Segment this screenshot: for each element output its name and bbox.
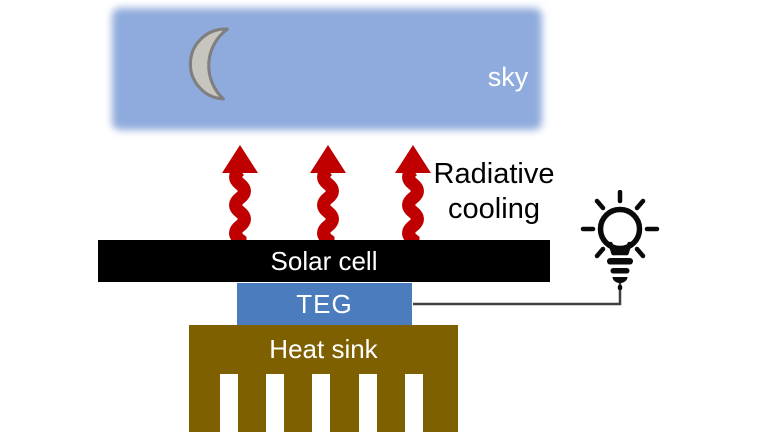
- radiative-arrow-icon: [395, 145, 431, 242]
- solar-cell-layer: Solar cell: [98, 240, 550, 282]
- heat-sink-slot: [220, 374, 238, 432]
- radiative-cooling-line1: Radiative: [433, 158, 555, 190]
- sky-region: [112, 8, 542, 130]
- heat-sink-slot: [266, 374, 284, 432]
- heat-sink-slot: [312, 374, 330, 432]
- solar-cell-label: Solar cell: [270, 245, 378, 276]
- teg-layer: TEG: [237, 283, 412, 325]
- heat-sink-label: Heat sink: [269, 334, 378, 364]
- sky-label: sky: [487, 62, 529, 92]
- radiative-cooling-label: Radiative cooling: [415, 157, 573, 227]
- radiative-arrow-icon: [222, 145, 258, 242]
- teg-label: TEG: [296, 288, 353, 319]
- heat-sink-layer: Heat sink: [189, 325, 458, 432]
- heat-sink-slot: [405, 374, 423, 432]
- radiative-cooling-line2: cooling: [448, 193, 540, 225]
- light-bulb-icon: [580, 190, 660, 290]
- radiative-arrow-icon: [310, 145, 346, 242]
- heat-sink-slot: [359, 374, 377, 432]
- crescent-moon-icon: [188, 27, 229, 101]
